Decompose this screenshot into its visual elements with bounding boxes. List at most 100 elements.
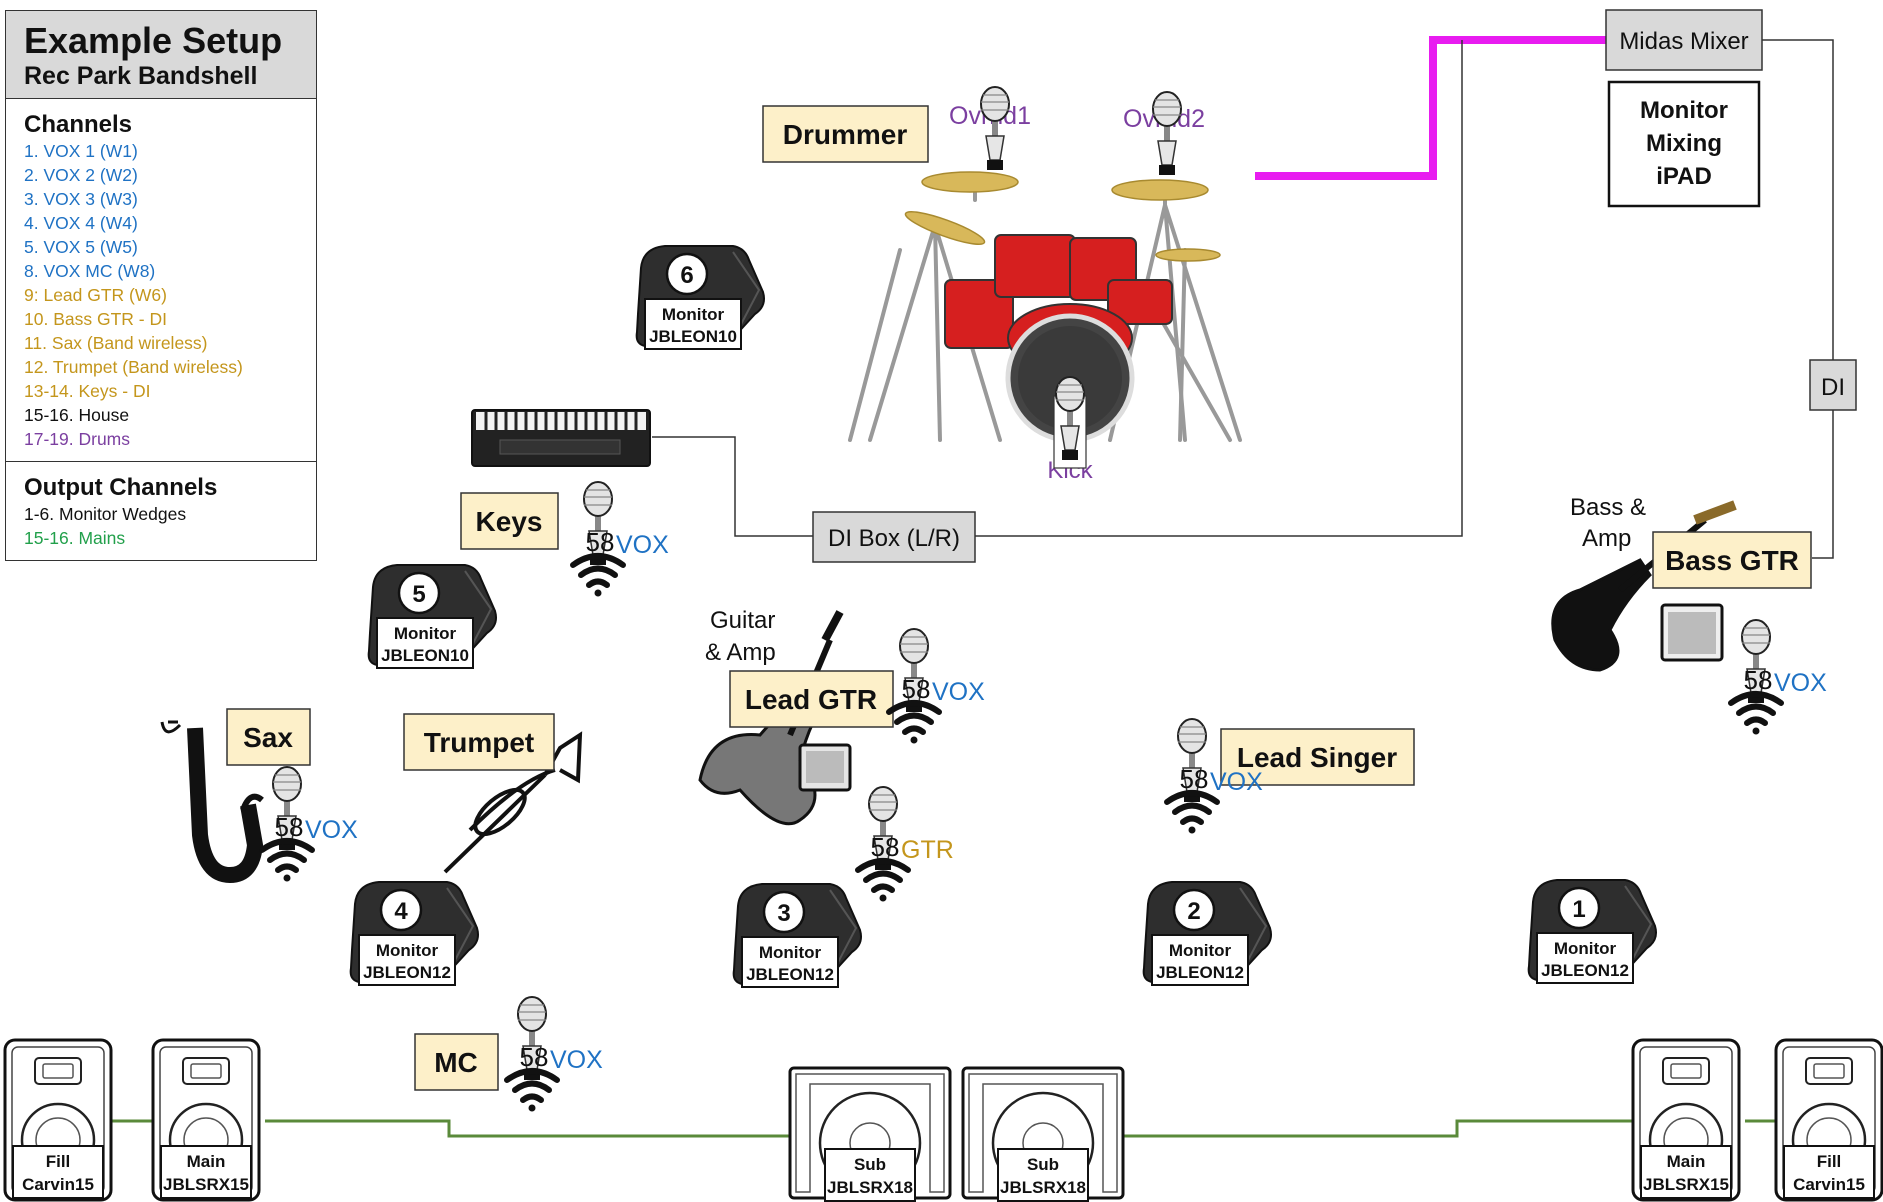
outputs-heading: Output Channels [24, 474, 218, 501]
di-box-label: DI Box (L/R) [828, 525, 960, 552]
monitor-label-line-2: JBLEON12 [1156, 963, 1244, 982]
monitor-mixing-ipad: Monitor Mixing iPAD [1607, 80, 1761, 208]
mic-model-label: 58 [275, 812, 304, 842]
sax-label: Sax [226, 708, 311, 766]
monitor-number: 3 [777, 900, 790, 927]
monitor-layer: 6MonitorJBLEON105MonitorJBLEON104Monitor… [349, 245, 1657, 988]
ipad-line-2: Mixing [1646, 130, 1722, 157]
bass-amp-caption-line-2: Amp [1582, 525, 1631, 552]
monitor-label-line-2: JBLEON12 [363, 963, 451, 982]
channel-item-11: 13-14. Keys - DI [24, 381, 151, 401]
channels-heading: Channels [24, 111, 133, 138]
speaker-label-line-2: JBLSRX15 [1643, 1175, 1729, 1194]
monitor-label-line-2: JBLEON10 [381, 646, 469, 665]
keys-label: Keys [460, 492, 559, 550]
svg-text:Lead GTR: Lead GTR [745, 684, 877, 715]
speaker-label-line-1: Sub [854, 1155, 886, 1174]
speaker-label-line-2: JBLSRX15 [163, 1175, 249, 1194]
keys-cable [652, 436, 813, 537]
gtr-label: GTR [901, 836, 954, 864]
di-label-box: DI [1809, 359, 1857, 411]
vox-label: VOX [1210, 768, 1263, 796]
lead-gtr-label: Lead GTR [729, 670, 894, 728]
legend-panel: Example Setup Rec Park Bandshell Channel… [5, 10, 317, 561]
speaker-label-line-2: JBLSRX18 [1000, 1178, 1086, 1197]
channel-item-6: 8. VOX MC (W8) [24, 261, 156, 281]
bass-guitar-icon [1551, 500, 1737, 672]
channel-item-7: 9: Lead GTR (W6) [24, 285, 167, 305]
monitor-label-line-1: Monitor [1554, 939, 1617, 958]
legend-header: Example Setup Rec Park Bandshell [6, 11, 316, 99]
speaker-label-line-2: Carvin15 [22, 1175, 94, 1194]
monitor-number: 4 [394, 898, 408, 925]
channel-item-9: 11. Sax (Band wireless) [24, 333, 208, 353]
vox-label: VOX [616, 531, 669, 559]
drum-kit-icon [848, 171, 1242, 443]
mic-model-label: 58 [520, 1042, 549, 1072]
monitor-label-line-2: JBLEON12 [746, 965, 834, 984]
midas-mixer: Midas Mixer [1605, 9, 1763, 71]
di-label: DI [1821, 374, 1845, 401]
monitor-number: 5 [412, 581, 425, 608]
output-item-2: 15-16. Mains [24, 528, 126, 548]
mic-model-label: 58 [871, 832, 900, 862]
speaker-label-line-1: Main [187, 1152, 226, 1171]
speaker-label-line-1: Fill [1817, 1152, 1842, 1171]
monitor-label-line-1: Monitor [662, 305, 725, 324]
speaker-label-line-1: Fill [46, 1152, 71, 1171]
channel-list: 1. VOX 1 (W1) 2. VOX 2 (W2) 3. VOX 3 (W3) 4… [24, 139, 302, 451]
channel-item-3: 3. VOX 3 (W3) [24, 189, 138, 209]
mic-model-label: 58 [902, 674, 931, 704]
mic-model-label: 58 [1180, 764, 1209, 794]
legend-subtitle: Rec Park Bandshell [24, 62, 258, 90]
legend-title: Example Setup [24, 20, 283, 61]
svg-text:Drummer: Drummer [783, 119, 908, 150]
speaker-label-line-1: Sub [1027, 1155, 1059, 1174]
bass-di-cable [1762, 39, 1834, 559]
di-box-cable [975, 40, 1463, 537]
channel-item-5: 5. VOX 5 (W5) [24, 237, 138, 257]
snake-cable [1255, 36, 1606, 180]
input-channels-section: Channels 1. VOX 1 (W1) 2. VOX 2 (W2) 3. VO… [6, 99, 316, 461]
guitar-amp-caption-line-1: Guitar [710, 607, 775, 634]
svg-text:Bass GTR: Bass GTR [1665, 545, 1799, 576]
speaker-label-line-2: JBLSRX18 [827, 1178, 913, 1197]
di-box: DI Box (L/R) [812, 511, 976, 563]
bass-gtr-label: Bass GTR [1652, 531, 1812, 589]
channel-item-4: 4. VOX 4 (W4) [24, 213, 138, 233]
monitor-label-line-1: Monitor [394, 624, 457, 643]
mixer-label: Midas Mixer [1619, 28, 1748, 55]
channel-item-1: 1. VOX 1 (W1) [24, 141, 138, 161]
ipad-line-3: iPAD [1656, 163, 1712, 190]
ovrhd2-mic [1152, 91, 1182, 176]
channel-item-10: 12. Trumpet (Band wireless) [24, 357, 243, 377]
svg-text:Keys: Keys [476, 506, 543, 537]
monitor-label-line-1: Monitor [1169, 941, 1232, 960]
drummer-label: Drummer [762, 105, 929, 163]
monitor-label-line-2: JBLEON12 [1541, 961, 1629, 980]
lead-singer-label: Lead Singer [1220, 728, 1415, 786]
channel-item-2: 2. VOX 2 (W2) [24, 165, 138, 185]
vox-label: VOX [1774, 669, 1827, 697]
mc-label: MC [414, 1033, 499, 1091]
microphone-icon [1152, 91, 1182, 176]
speaker-layer: FillCarvin15MainJBLSRX15SubJBLSRX18SubJB… [3, 1038, 1883, 1202]
monitor-label-line-2: JBLEON10 [649, 327, 737, 346]
svg-text:MC: MC [434, 1047, 478, 1078]
